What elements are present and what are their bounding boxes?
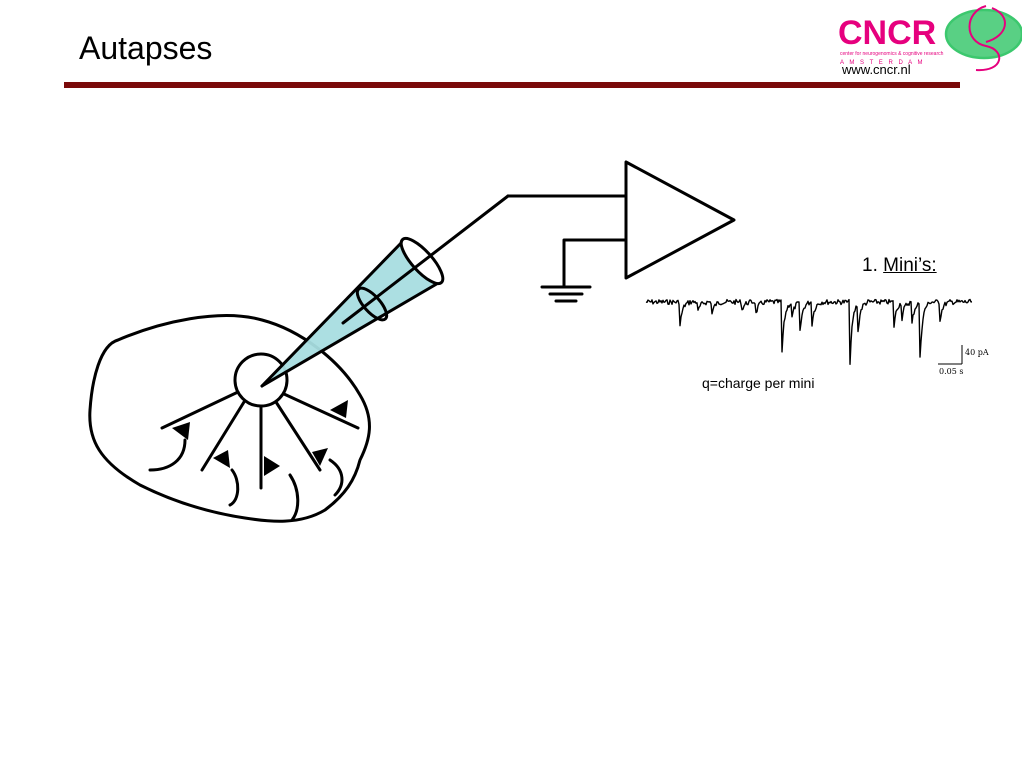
- soma: [233, 352, 289, 408]
- slide-title: Autapses: [79, 30, 213, 66]
- synaptic-terminals: [172, 400, 348, 476]
- logo-swirl-icon: [944, 5, 1022, 72]
- cncr-logo: CNCR center for neurogenomics & cognitiv…: [838, 5, 1022, 72]
- logo-wordmark: CNCR: [838, 14, 936, 52]
- mini-label: Mini’s:: [883, 255, 937, 276]
- scale-time-label: 0.05 s: [939, 367, 963, 376]
- logo-url: www.cncr.nl: [842, 62, 911, 77]
- scale-current-label: 40 pA: [965, 348, 989, 357]
- logo-city: A M S T E R D A M: [840, 60, 924, 66]
- logo-tagline: center for neurogenomics & cognitive res…: [840, 51, 944, 57]
- ground-wire: [562, 238, 628, 289]
- list-number: 1.: [862, 255, 878, 276]
- scale-bar: [938, 345, 963, 365]
- ground-icon: [540, 285, 592, 303]
- neurites: [148, 390, 360, 522]
- charge-label: q=charge per mini: [702, 375, 815, 391]
- amplifier-icon: [624, 160, 736, 280]
- mini-heading: 1. Mini’s:: [862, 255, 937, 277]
- cell-body-outline: [88, 314, 371, 523]
- mini-epsc-trace: [645, 298, 973, 365]
- patch-pipette: [260, 194, 510, 388]
- title-divider: [64, 82, 960, 88]
